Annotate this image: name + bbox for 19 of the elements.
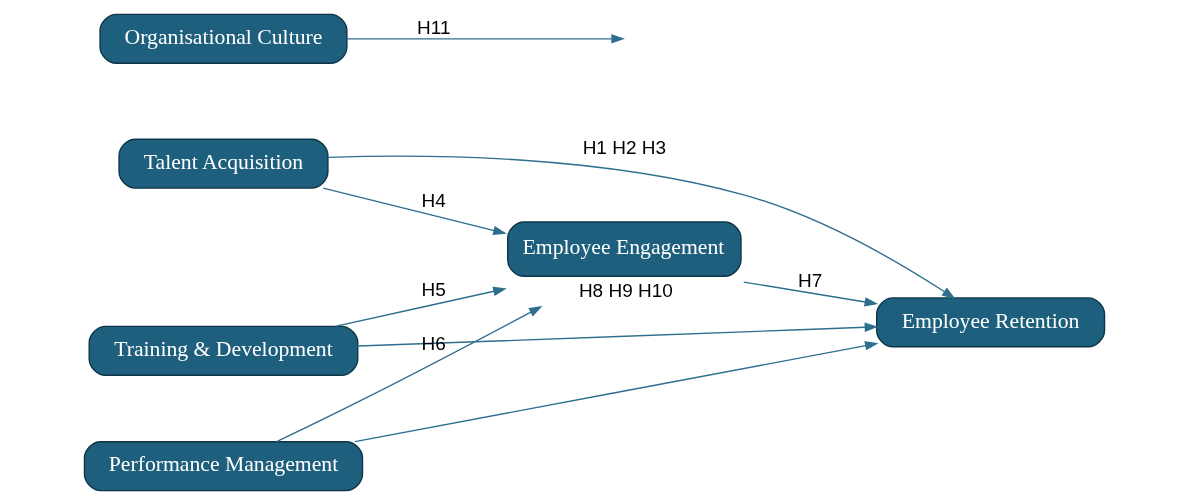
arrow — [276, 305, 543, 442]
arrow — [743, 280, 879, 307]
edge-label: H1 H2 H3 — [582, 136, 667, 158]
node-label: H8 H9 H10 — [578, 279, 673, 301]
node-box: Organisational Culture — [99, 13, 348, 64]
arrow — [357, 321, 879, 347]
arrow — [346, 33, 625, 44]
node-box: Talent Acquisition — [118, 138, 329, 189]
arrow — [334, 286, 507, 327]
edge-label: H5 — [421, 278, 446, 299]
edge-label: H4 — [421, 189, 446, 211]
node-box: Employee Retention — [876, 296, 1106, 347]
arrow — [327, 155, 956, 299]
arrow — [354, 340, 879, 442]
edge-label: H7 — [798, 269, 823, 291]
edge-label: H11 — [417, 16, 451, 38]
node-box: Performance Management — [83, 440, 364, 491]
arrow — [322, 186, 507, 235]
node-box: Training & Development — [88, 325, 359, 376]
